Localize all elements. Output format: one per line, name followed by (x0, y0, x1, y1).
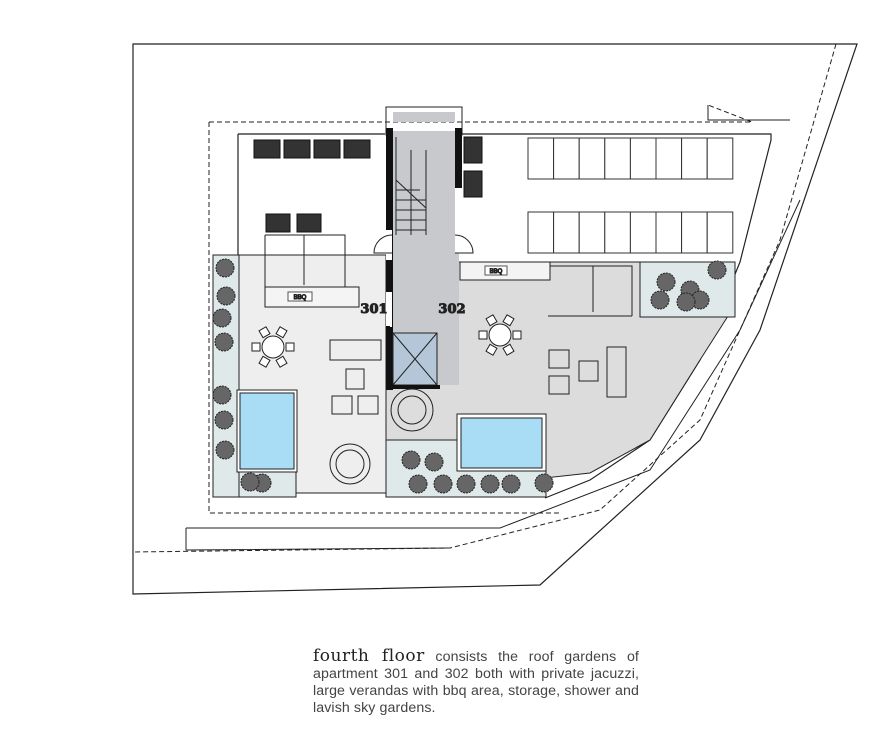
caption-title: fourth floor (313, 646, 425, 666)
caption: fourth floor consists the roof gardens o… (313, 648, 639, 717)
solar-panel (629, 211, 657, 254)
jacuzzi-302 (390, 388, 434, 432)
chair (258, 326, 271, 339)
tree-icon (401, 450, 421, 470)
trees (212, 258, 727, 494)
tree-icon (424, 452, 444, 472)
chair (502, 343, 515, 356)
chair (485, 343, 498, 356)
tree-icon (212, 308, 232, 328)
chair (512, 330, 522, 340)
solar-panel (553, 137, 580, 180)
solar-panel (681, 211, 708, 254)
chair (478, 330, 488, 340)
tree-icon (707, 260, 727, 280)
dining-table-301 (261, 335, 285, 359)
tree-icon (501, 474, 521, 494)
tree-icon (240, 472, 260, 492)
tree-icon (216, 286, 236, 306)
tree-icon (676, 292, 696, 312)
solar-panel (655, 137, 683, 180)
chair (251, 342, 261, 352)
tree-icon (534, 473, 554, 493)
sofa-301 (329, 339, 382, 361)
lift-cross (392, 332, 438, 386)
tree-icon (215, 258, 235, 278)
chair (275, 355, 288, 368)
chair (285, 342, 295, 352)
caption-body: consists the roof gardens of apartment 3… (313, 649, 639, 716)
site-boundary (132, 43, 858, 595)
solar-panels-right (527, 137, 734, 254)
tree-icon (212, 385, 232, 405)
solar-panel (681, 137, 708, 180)
chair (258, 355, 271, 368)
solar-panel (578, 137, 606, 180)
tree-icon (408, 474, 428, 494)
solar-panel (706, 137, 734, 180)
solar-panel (604, 137, 631, 180)
setback-line (208, 104, 753, 514)
dining-table-302 (488, 323, 512, 347)
solar-panel (655, 211, 683, 254)
tree-icon (214, 332, 234, 352)
tree-icon (456, 474, 476, 494)
chair (502, 314, 515, 327)
solar-panel (527, 137, 555, 180)
tree-icon (656, 272, 676, 292)
chairs (251, 314, 522, 368)
chair (485, 314, 498, 327)
solar-panel (578, 211, 606, 254)
shower-302 (548, 265, 633, 317)
tree-icon (214, 410, 234, 430)
bbq-label-302: BBQ (490, 269, 503, 275)
tree-icon (433, 474, 453, 494)
tree-icon (215, 440, 235, 460)
stairs (395, 137, 427, 235)
solar-panel (527, 211, 555, 254)
solar-panels-left (253, 136, 483, 233)
solar-panel (604, 211, 631, 254)
unit-label-301: 301 (360, 302, 387, 317)
chair (275, 326, 288, 339)
unit-label-302: 302 (438, 302, 465, 317)
tree-icon (480, 474, 500, 494)
solar-panel (629, 137, 657, 180)
solar-panel (706, 211, 734, 254)
storage-301 (264, 234, 346, 290)
floor-plan: BBQ BBQ 301 302 (132, 43, 858, 595)
solar-panel (553, 211, 580, 254)
setback-line (132, 43, 837, 553)
sofa-302 (606, 346, 627, 398)
slab-edge (185, 199, 801, 551)
bbq-label-301: BBQ (294, 295, 307, 301)
tree-icon (650, 290, 670, 310)
